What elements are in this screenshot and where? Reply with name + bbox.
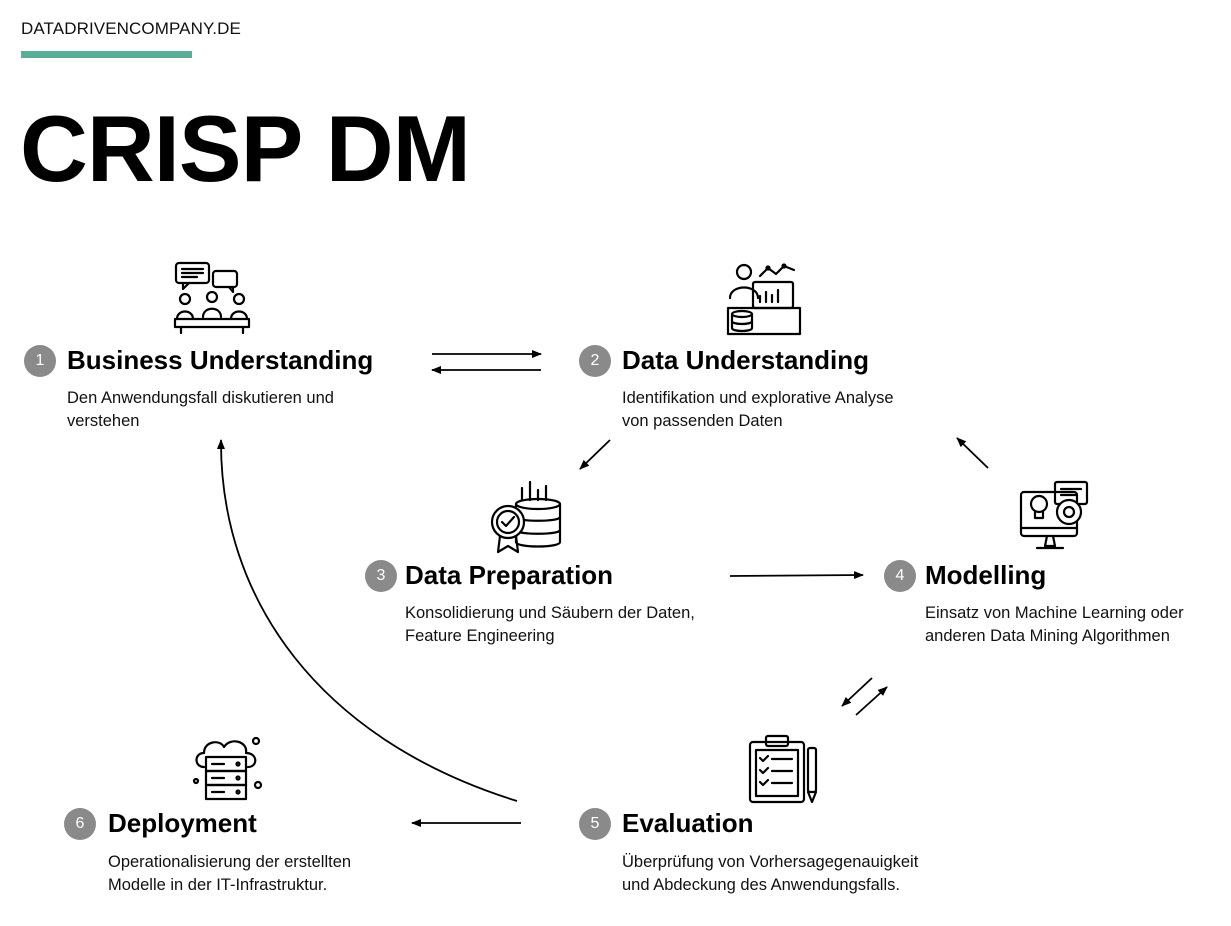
brand-accent-bar [21, 51, 192, 58]
meeting-icon [173, 261, 251, 335]
data-analyst-icon [726, 263, 802, 336]
arrow-modelling-to-data-understanding [956, 437, 989, 469]
step-number-badge: 1 [24, 345, 56, 377]
cloud-server-icon [192, 736, 263, 801]
step-title: Modelling [925, 560, 1047, 590]
step-number-badge: 4 [884, 560, 916, 592]
step-number-badge: 5 [579, 808, 611, 840]
step-title: Data Understanding [622, 345, 870, 375]
page-title: CRISP DM [20, 96, 471, 201]
arrow-modelling-to-evaluation [841, 677, 873, 707]
step-title: Data Preparation [405, 560, 614, 590]
arrow-preparation-to-modelling [729, 571, 864, 580]
arrow-data-understanding-to-preparation [579, 439, 611, 470]
step-number-badge: 6 [64, 808, 96, 840]
step-title: Evaluation [622, 808, 754, 838]
arrow-evaluation-to-modelling [855, 686, 888, 716]
arrow-evaluation-to-business-understanding [216, 439, 518, 802]
step-number-badge: 3 [365, 560, 397, 592]
brand-name: DATADRIVENCOMPANY.DE [21, 19, 241, 38]
database-gear-icon [490, 480, 562, 554]
step-description: Konsolidierung und Säubern der Daten,Fea… [405, 604, 695, 645]
step-number-badge: 2 [579, 345, 611, 377]
step-title: Business Understanding [67, 345, 374, 375]
monitor-lightbulb-gear-icon [1019, 480, 1089, 550]
step-title: Deployment [108, 808, 257, 838]
clipboard-checklist-icon [748, 734, 818, 804]
